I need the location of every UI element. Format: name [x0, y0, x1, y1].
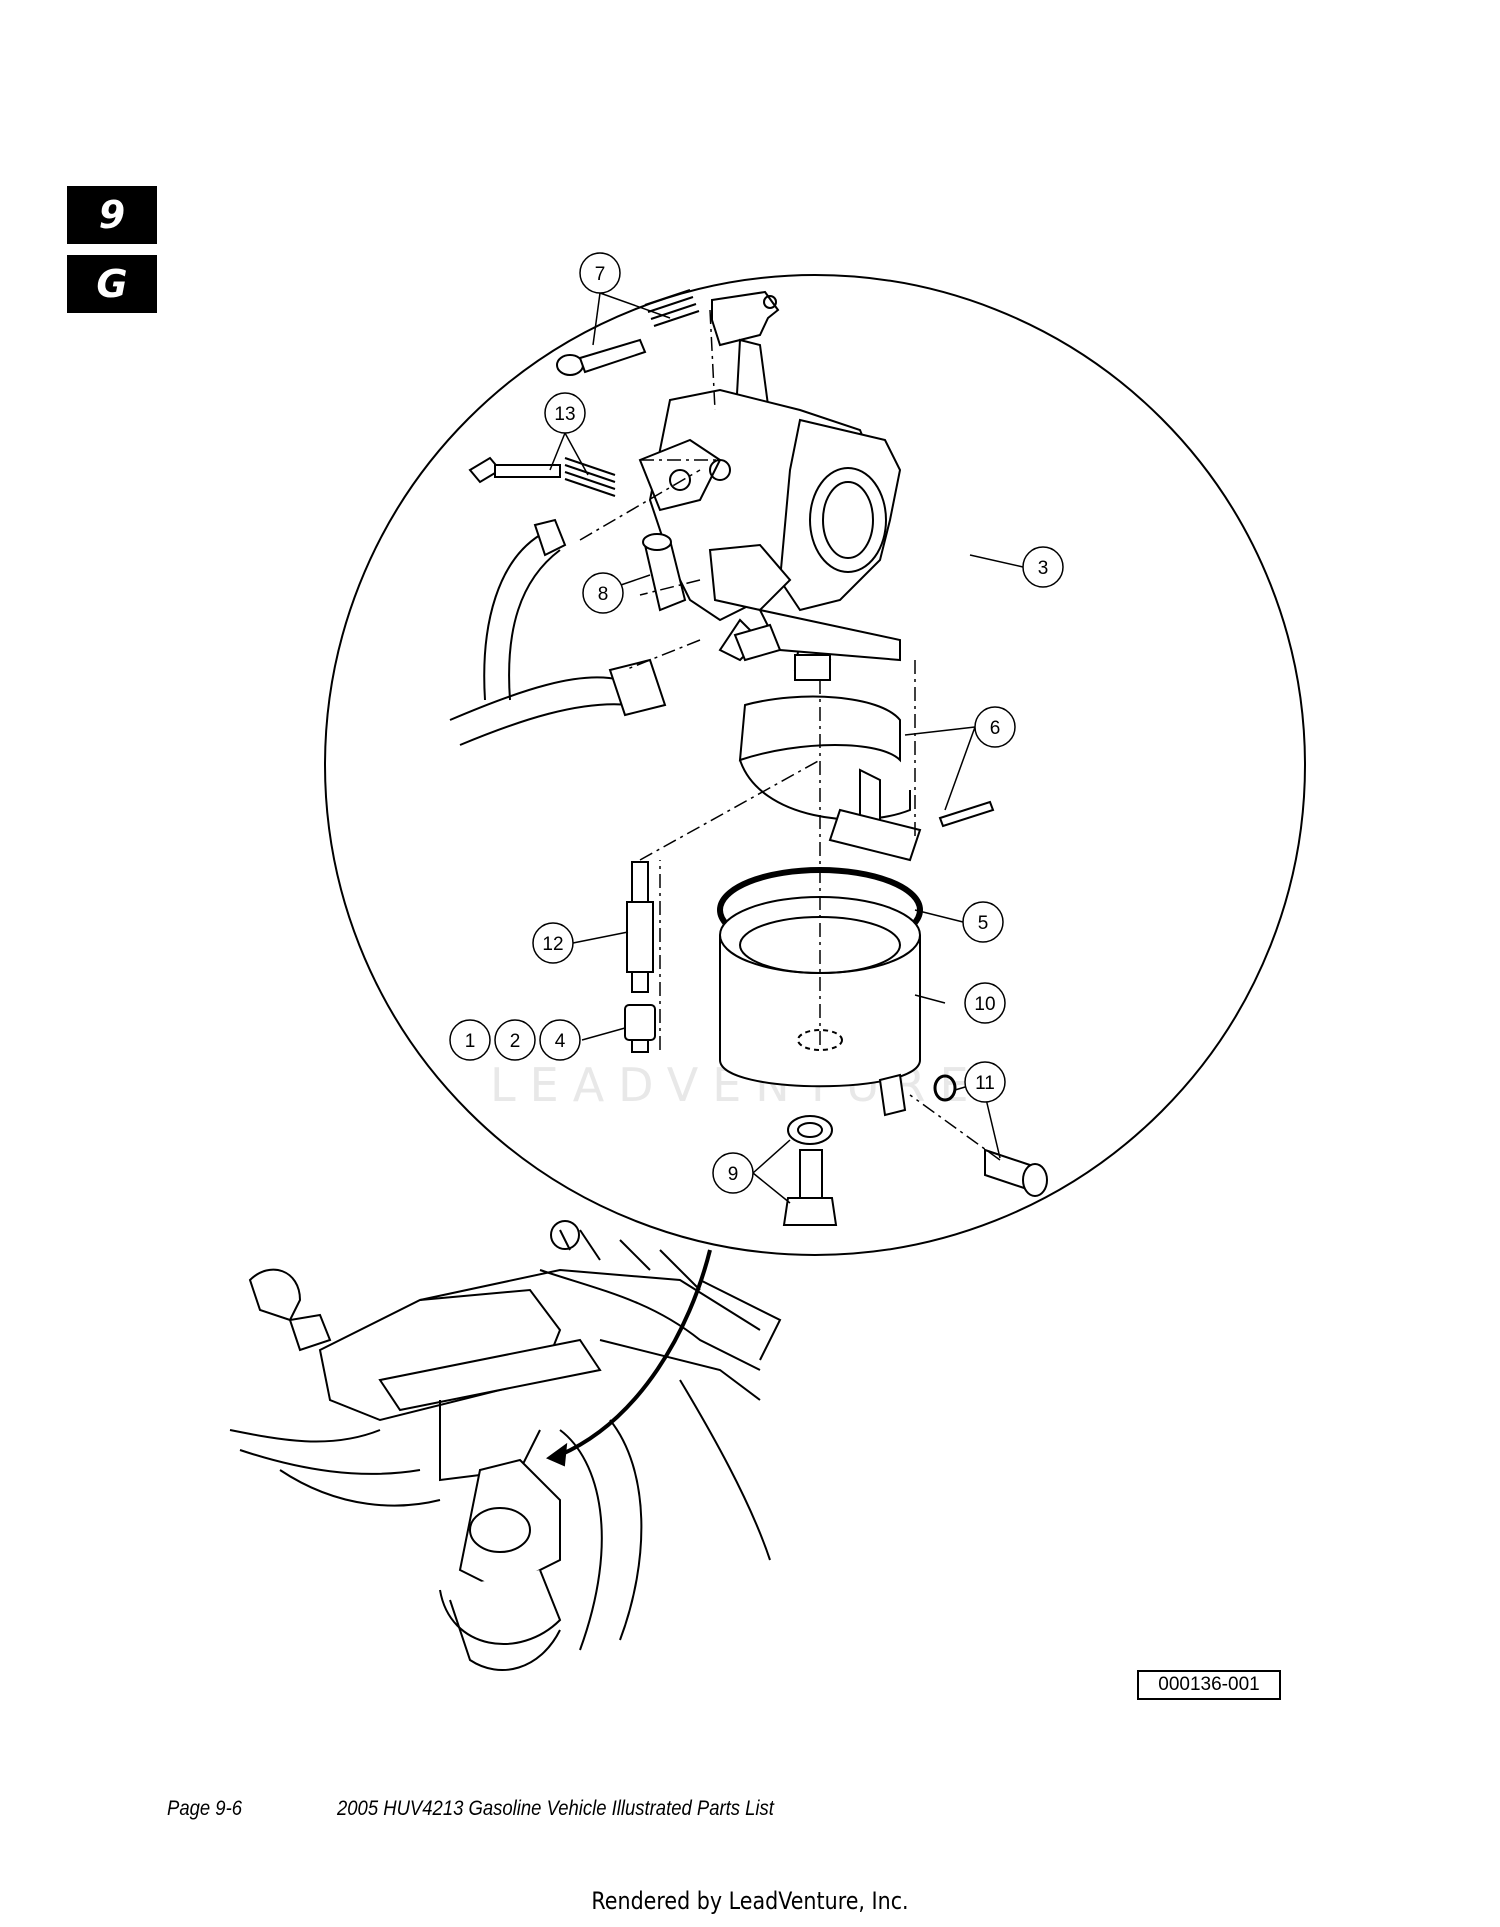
- jet-8: [642, 533, 687, 612]
- drawing-reference-number: 000136-001: [1137, 1670, 1281, 1700]
- screw-7: [556, 289, 700, 376]
- detail-circle: [324, 274, 1306, 1256]
- page-number: Page 9-6: [167, 1797, 243, 1820]
- bolt-9: [782, 1115, 838, 1226]
- svg-text:1: 1: [465, 1031, 476, 1052]
- svg-text:7: 7: [595, 264, 606, 285]
- document-title: 2005 HUV4213 Gasoline Vehicle Illustrate…: [337, 1797, 774, 1820]
- rendered-by-credit: Rendered by LeadVenture, Inc.: [591, 1887, 909, 1915]
- screw-13: [468, 456, 616, 497]
- section-tab: G: [67, 255, 157, 313]
- svg-text:12: 12: [542, 934, 563, 955]
- carburetor-body: [638, 290, 902, 682]
- callout-1: 1: [449, 1019, 491, 1061]
- fuel-inlet: [733, 623, 782, 662]
- drain-screw-11: [933, 1074, 1048, 1197]
- emulsion-tube-12: [626, 861, 654, 993]
- chapter-tab: 9: [67, 186, 157, 244]
- callout-leaders: [549, 292, 1024, 1204]
- svg-text:8: 8: [598, 584, 609, 605]
- svg-text:13: 13: [554, 404, 575, 425]
- svg-text:10: 10: [974, 994, 995, 1015]
- callout-11: 11: [964, 1061, 1006, 1103]
- svg-text:2: 2: [510, 1031, 521, 1052]
- fuel-hose: [449, 534, 667, 746]
- svg-text:3: 3: [1038, 558, 1049, 579]
- svg-text:5: 5: [978, 913, 989, 934]
- svg-text:4: 4: [555, 1031, 566, 1052]
- callout-8: 8: [582, 572, 624, 614]
- callout-3: 3: [1022, 546, 1064, 588]
- callout-12: 12: [532, 922, 574, 964]
- callouts: 7 13 8 3 6 5 12 10 1 2 4 11 9: [449, 252, 1064, 1194]
- callout-5: 5: [962, 901, 1004, 943]
- callout-4: 4: [539, 1019, 581, 1061]
- engine-overview: [229, 1220, 782, 1671]
- hose-clip: [533, 518, 567, 557]
- svg-text:6: 6: [990, 718, 1001, 739]
- main-jet: [624, 1004, 656, 1053]
- callout-13: 13: [544, 392, 586, 434]
- float-6: [738, 695, 995, 862]
- callout-7: 7: [579, 252, 621, 294]
- callout-2: 2: [494, 1019, 536, 1061]
- callout-9: 9: [712, 1152, 754, 1194]
- detail-arrow: [559, 1249, 712, 1457]
- assembly-lines: [579, 309, 1001, 1161]
- svg-text:9: 9: [728, 1164, 739, 1185]
- svg-text:11: 11: [975, 1073, 995, 1094]
- callout-10: 10: [964, 982, 1006, 1024]
- callout-6: 6: [974, 706, 1016, 748]
